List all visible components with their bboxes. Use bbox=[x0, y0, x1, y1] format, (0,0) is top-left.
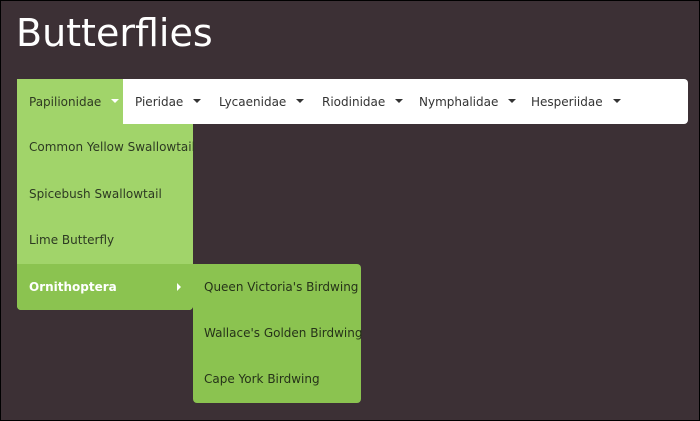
menu-item-label: Riodinidae bbox=[322, 94, 386, 109]
menu-item-label: Pieridae bbox=[135, 94, 184, 109]
dropdown-item-ornithoptera[interactable]: Ornithoptera bbox=[17, 263, 193, 310]
caret-down-icon bbox=[193, 98, 202, 103]
dropdown-item-label: Spicebush Swallowtail bbox=[29, 186, 162, 201]
dropdown-item-spicebush-swallowtail[interactable]: Spicebush Swallowtail bbox=[17, 171, 193, 218]
caret-down-icon bbox=[612, 98, 621, 103]
dropdown-item-label: Lime Butterfly bbox=[29, 233, 115, 248]
caret-down-icon bbox=[111, 98, 120, 103]
papilionidae-dropdown: Common Yellow Swallowtail Spicebush Swal… bbox=[17, 124, 195, 310]
menu-item-papilionidae[interactable]: Papilionidae bbox=[17, 79, 123, 124]
menu-item-label: Hesperiidae bbox=[531, 94, 603, 109]
caret-down-icon bbox=[508, 98, 517, 103]
submenu-item-cape-york-birdwing[interactable]: Cape York Birdwing bbox=[193, 356, 361, 402]
menu-item-nymphalidae[interactable]: Nymphalidae bbox=[407, 79, 519, 124]
menu-bar: Papilionidae Pieridae Lycaenidae Riodini… bbox=[17, 79, 688, 124]
caret-down-icon bbox=[395, 98, 404, 103]
submenu-item-label: Queen Victoria's Birdwing bbox=[204, 280, 359, 294]
menu-item-lycaenidae[interactable]: Lycaenidae bbox=[207, 79, 309, 124]
caret-down-icon bbox=[296, 98, 305, 103]
submenu-item-queen-victorias-birdwing[interactable]: Queen Victoria's Birdwing bbox=[193, 264, 361, 310]
menu-item-pieridae[interactable]: Pieridae bbox=[123, 79, 208, 124]
page-title: Butterflies bbox=[16, 11, 213, 55]
dropdown-item-label: Common Yellow Swallowtail bbox=[29, 140, 195, 155]
menu-item-label: Lycaenidae bbox=[219, 94, 287, 109]
dropdown-item-label: Ornithoptera bbox=[29, 279, 117, 294]
caret-right-icon bbox=[177, 282, 181, 291]
ornithoptera-submenu: Queen Victoria's Birdwing Wallace's Gold… bbox=[193, 264, 363, 403]
dropdown-item-common-yellow-swallowtail[interactable]: Common Yellow Swallowtail bbox=[17, 124, 195, 171]
dropdown-item-lime-butterfly[interactable]: Lime Butterfly bbox=[17, 217, 193, 264]
menu-item-riodinidae[interactable]: Riodinidae bbox=[310, 79, 407, 124]
submenu-item-label: Cape York Birdwing bbox=[204, 372, 320, 386]
menu-item-hesperiidae[interactable]: Hesperiidae bbox=[519, 79, 629, 124]
submenu-item-label: Wallace's Golden Birdwing bbox=[204, 326, 363, 340]
submenu-item-wallaces-golden-birdwing[interactable]: Wallace's Golden Birdwing bbox=[193, 310, 363, 356]
menu-item-label: Nymphalidae bbox=[419, 94, 499, 109]
menu-item-label: Papilionidae bbox=[29, 94, 102, 109]
